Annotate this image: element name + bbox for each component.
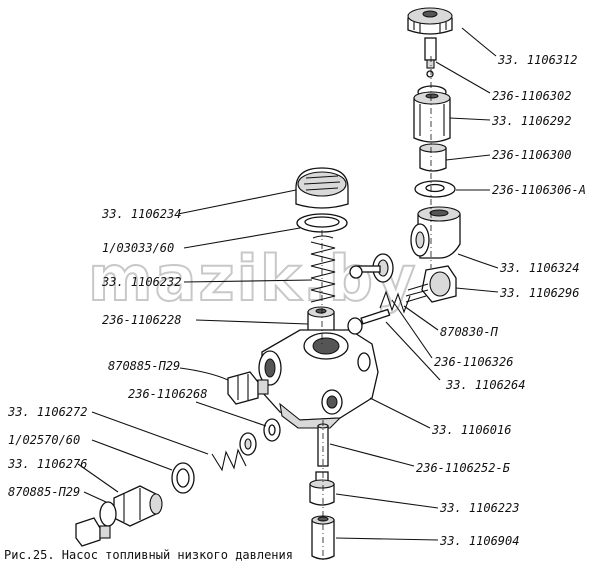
callout-label: 1/03033/60 bbox=[102, 241, 174, 255]
callout-label: 33. 1106232 bbox=[101, 275, 181, 289]
watermark-text: mazik.by bbox=[88, 242, 417, 315]
callout-label: 33. 1106223 bbox=[439, 501, 519, 515]
top-cap bbox=[295, 167, 349, 209]
primer-cylinder bbox=[413, 85, 451, 143]
figure-caption: Рис.25. Насос топливный низкого давления bbox=[4, 548, 293, 562]
union-fitting bbox=[99, 485, 163, 527]
callout-label: 33. 1106904 bbox=[439, 534, 519, 548]
callout-labels: 33. 1106312 236-1106302 33. 1106292 236-… bbox=[7, 27, 586, 548]
rod-bushing bbox=[309, 471, 335, 506]
drain-plug-lower bbox=[75, 517, 111, 547]
callout-label: 33. 1106324 bbox=[499, 261, 579, 275]
callout-label: 870830-П bbox=[440, 325, 499, 339]
callout-label: 33. 1106016 bbox=[431, 423, 511, 437]
gasket-ring-lower bbox=[171, 462, 195, 494]
valve-nut-right bbox=[405, 265, 457, 303]
primer-knob bbox=[407, 7, 453, 35]
callout-label: 33. 1106234 bbox=[101, 207, 181, 221]
callout-label: 236-1106228 bbox=[102, 313, 181, 327]
valve-spring bbox=[310, 235, 336, 303]
callout-label: 33. 1106264 bbox=[445, 378, 525, 392]
primer-rod bbox=[424, 37, 437, 78]
drain-plug-upper bbox=[227, 371, 269, 405]
primer-piston bbox=[419, 143, 447, 172]
callout-label: 236-1106252-Б bbox=[416, 461, 511, 475]
callout-label: 236-1106326 bbox=[434, 355, 513, 369]
callout-label: 33. 1106296 bbox=[499, 286, 579, 300]
primer-body-elbow bbox=[410, 206, 461, 259]
valve-disc-plunger bbox=[349, 253, 394, 283]
callout-label: 870885-П29 bbox=[108, 359, 180, 373]
callout-label: 236-1106300 bbox=[492, 148, 571, 162]
valve-pin bbox=[347, 308, 391, 335]
check-valve-ball bbox=[239, 432, 257, 456]
callout-label: 33. 1106276 bbox=[7, 457, 87, 471]
callout-label: 236-1106268 bbox=[128, 387, 207, 401]
callout-label: 33. 1106272 bbox=[7, 405, 87, 419]
callout-label: 236-1106302 bbox=[492, 89, 571, 103]
callout-label: 33. 1106292 bbox=[491, 114, 571, 128]
callout-label: 870885-П29 bbox=[8, 485, 80, 499]
center-axes bbox=[321, 56, 432, 560]
pump-housing bbox=[258, 329, 379, 429]
callout-label: 1/02570/60 bbox=[8, 433, 80, 447]
callout-label: 33. 1106312 bbox=[497, 53, 577, 67]
callout-label: 236-1106306-А bbox=[492, 183, 586, 197]
sealing-ring-upper bbox=[414, 180, 456, 198]
gasket-ring-top bbox=[296, 213, 348, 233]
valve-small-spring bbox=[379, 290, 411, 314]
check-valve-spring bbox=[211, 448, 247, 472]
washer-right bbox=[263, 418, 281, 442]
